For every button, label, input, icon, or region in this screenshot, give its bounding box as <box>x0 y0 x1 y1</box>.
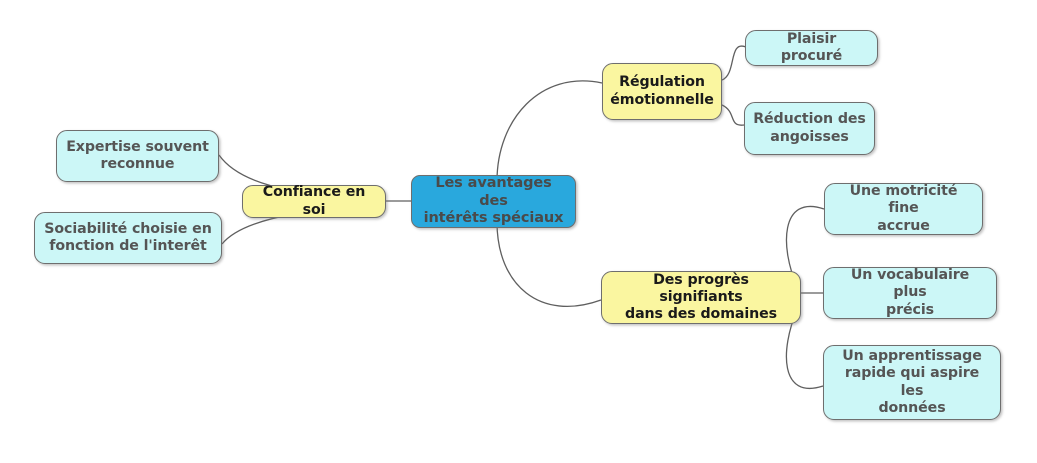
leaf-node-apprentissage[interactable]: Un apprentissage rapide qui aspire les d… <box>823 345 1001 420</box>
leaf-node-sociabilite[interactable]: Sociabilité choisie en fonction de l'int… <box>34 212 222 264</box>
edge-regulation-plaisir <box>721 45 747 81</box>
central-node[interactable]: Les avantages des intérêts spéciaux <box>411 175 576 228</box>
branch-node-progres-line1: Des progrès signifiants <box>653 271 749 305</box>
branch-node-progres[interactable]: Des progrès signifiants dans des domaine… <box>601 271 801 324</box>
leaf-node-motricite-line2: accrue <box>877 217 930 234</box>
leaf-node-expertise-line1: Expertise souvent <box>66 138 209 155</box>
leaf-node-sociabilite-line1: Sociabilité choisie en <box>44 220 212 237</box>
leaf-node-plaisir-label: Plaisir procuré <box>780 30 843 64</box>
leaf-node-reduction[interactable]: Réduction des angoisses <box>744 102 875 155</box>
central-node-line1: Les avantages des <box>435 174 552 209</box>
leaf-node-vocabulaire-line2: précis <box>886 301 934 318</box>
leaf-node-apprentissage-line1: Un apprentissage <box>842 347 982 364</box>
leaf-node-motricite-line1: Une motricité fine <box>849 183 958 217</box>
branch-node-regulation[interactable]: Régulation émotionnelle <box>602 63 722 120</box>
leaf-node-reduction-line2: angoisses <box>770 128 849 145</box>
leaf-node-apprentissage-line2: rapide qui aspire les <box>844 365 980 399</box>
branch-node-progres-line2: dans des domaines <box>625 306 777 323</box>
edge-central-progres <box>496 221 602 307</box>
leaf-node-sociabilite-line2: fonction de l'interêt <box>49 238 207 254</box>
leaf-node-plaisir[interactable]: Plaisir procuré <box>745 30 878 66</box>
leaf-node-expertise-line2: reconnue <box>100 156 175 172</box>
leaf-node-motricite[interactable]: Une motricité fine accrue <box>824 183 983 235</box>
leaf-node-expertise[interactable]: Expertise souvent reconnue <box>56 130 219 182</box>
branch-node-regulation-line2: émotionnelle <box>610 91 714 108</box>
leaf-node-vocabulaire[interactable]: Un vocabulaire plus précis <box>823 267 997 319</box>
leaf-node-apprentissage-line3: données <box>878 399 946 416</box>
edge-regulation-reduction <box>721 104 745 126</box>
branch-node-confiance[interactable]: Confiance en soi <box>242 184 386 218</box>
leaf-node-reduction-line1: Réduction des <box>753 111 866 128</box>
edge-central-regulation <box>496 80 603 182</box>
branch-node-regulation-line1: Régulation <box>619 74 705 91</box>
central-node-line2: intérêts spéciaux <box>423 210 564 227</box>
leaf-node-vocabulaire-line1: Un vocabulaire plus <box>850 267 970 301</box>
branch-node-confiance-label: Confiance en soi <box>262 184 366 218</box>
